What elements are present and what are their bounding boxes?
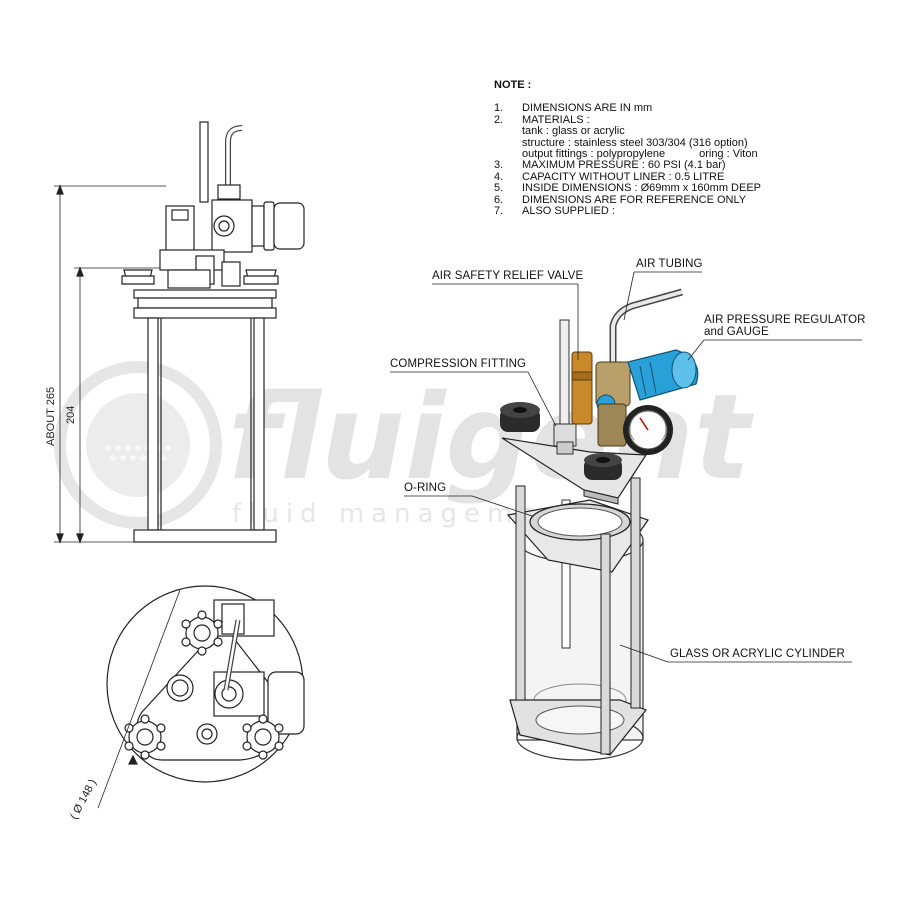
callout-air-tubing: AIR TUBING <box>636 258 703 270</box>
dim-body-height: 204 <box>65 406 77 424</box>
callout-cylinder: GLASS OR ACRYLIC CYLINDER <box>670 648 845 660</box>
top-flange <box>133 307 277 319</box>
tie-rod-3d-front <box>600 533 611 755</box>
callout-o-ring: O-RING <box>404 482 447 494</box>
tie-rod-right <box>253 317 265 531</box>
dip-tube-3d <box>561 499 571 649</box>
top-view <box>97 585 305 809</box>
pressure-gauge-side <box>273 202 305 250</box>
knob-top-a <box>181 610 223 656</box>
tie-rod-3d-right <box>630 477 641 709</box>
tie-rod-3d-left <box>515 485 526 701</box>
side-elevation-view <box>54 121 305 544</box>
dim-diameter-line <box>97 589 181 809</box>
notes-heading: NOTE : <box>494 79 532 91</box>
note-subitem: structure : stainless steel 303/304 (316… <box>522 136 748 149</box>
knob-top-b <box>124 714 166 760</box>
note-subitem: tank : glass or acrylic <box>522 125 625 138</box>
fitting-top <box>217 184 241 200</box>
note-item: 2.MATERIALS : <box>494 113 590 126</box>
dim-diameter: ( Ø 148 ) <box>68 777 99 821</box>
callout-leaders <box>390 271 862 663</box>
knob-center-side <box>221 261 241 287</box>
callout-compression-fitting: COMPRESSION FITTING <box>390 358 527 370</box>
dip-tube <box>199 121 209 203</box>
note-item: 4.CAPACITY WITHOUT LINER : 0.5 LITRE <box>494 170 725 183</box>
knob-3d-right <box>584 453 622 480</box>
note-item: 3.MAXIMUM PRESSURE : 60 PSI (4.1 bar) <box>494 159 726 172</box>
gauge-top <box>267 671 305 735</box>
knob-top-c <box>242 714 284 760</box>
tie-rod-left <box>147 317 159 531</box>
exploded-view <box>500 288 699 761</box>
base-plate <box>133 529 277 543</box>
notes-block: NOTE : 1.DIMENSIONS ARE IN mm 2.MATERIAL… <box>494 79 761 218</box>
callout-air-safety-relief-valve: AIR SAFETY RELIEF VALVE <box>432 270 584 282</box>
lid-3d <box>501 437 648 499</box>
dip-tube-top-3d <box>559 319 570 431</box>
knob-3d-left <box>500 402 540 432</box>
note-item: 1.DIMENSIONS ARE IN mm <box>494 102 653 115</box>
note-item: 5.INSIDE DIMENSIONS : Ø69mm x 160mm DEEP <box>494 182 761 195</box>
dim-overall-height: ABOUT 265 <box>45 387 57 446</box>
note-item: 7.ALSO SUPPLIED : <box>494 205 615 218</box>
top-plate <box>133 289 277 299</box>
relief-valve-3d <box>571 351 593 425</box>
callout-air-pressure-regulator: AIR PRESSURE REGULATOR <box>704 314 866 326</box>
relief-valve-side <box>165 205 195 257</box>
note-item: 6.DIMENSIONS ARE FOR REFERENCE ONLY <box>494 193 747 206</box>
callout-air-pressure-regulator-gauge: and GAUGE <box>704 326 769 338</box>
